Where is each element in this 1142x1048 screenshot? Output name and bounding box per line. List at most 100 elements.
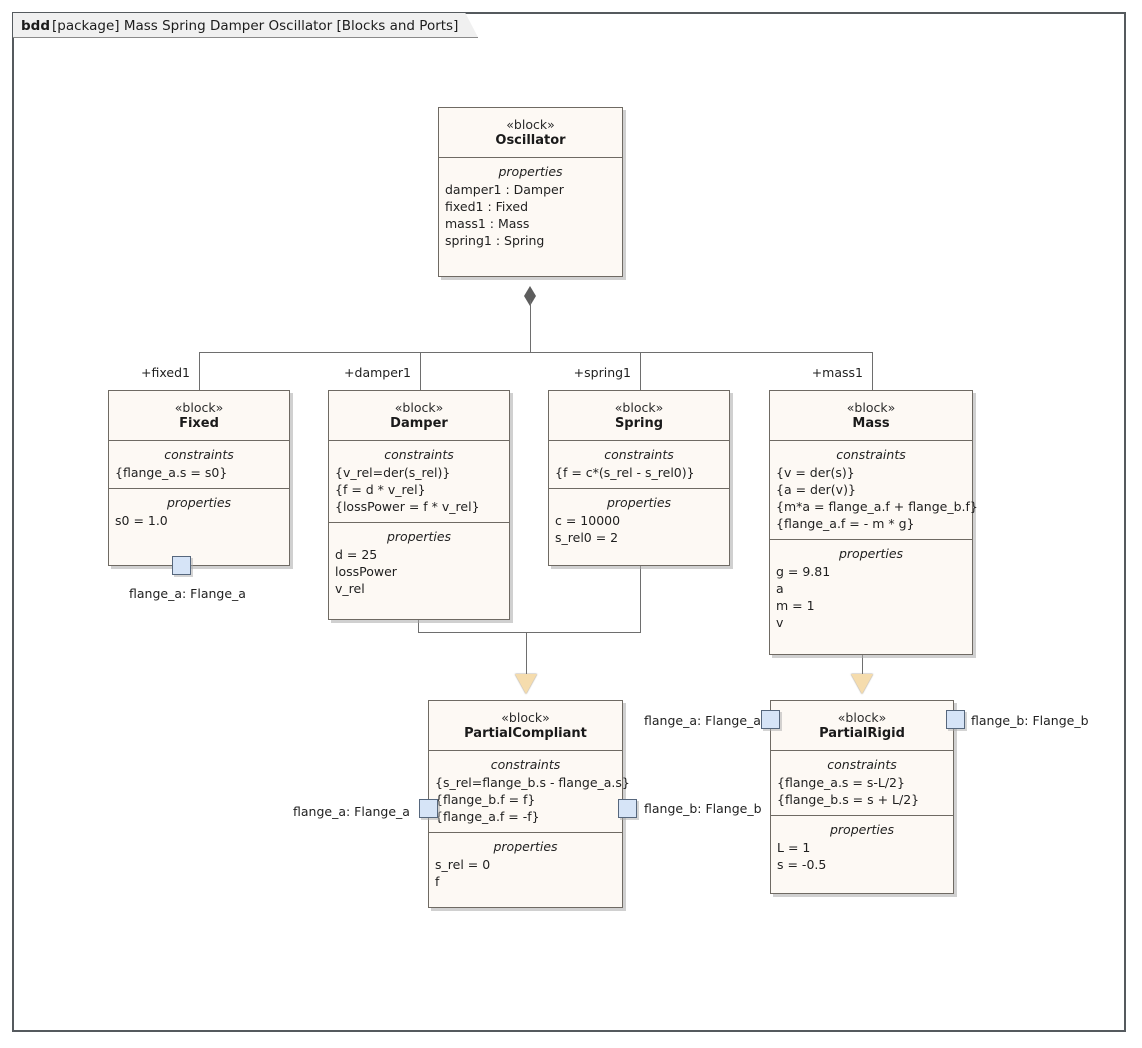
stereotype-label: «block» [501, 710, 550, 725]
compartment-title: properties [606, 495, 672, 510]
block-header: «block» Mass [770, 391, 972, 441]
diagram-kind-label: bdd [21, 17, 50, 34]
stereotype-label: «block» [174, 400, 224, 415]
constraint-line: {flange_b.s = s + L/2} [777, 792, 920, 807]
compartment-title: constraints [836, 447, 906, 462]
port-pr-flange-a[interactable] [761, 710, 780, 729]
compartment-properties: properties c = 10000 s_rel0 = 2 [549, 489, 729, 553]
constraint-line: {flange_a.f = - m * g} [776, 516, 915, 531]
compartment-title: properties [498, 164, 563, 179]
property-line: v [776, 615, 784, 630]
constraint-line: {v_rel=der(s_rel)} [335, 465, 451, 480]
property-line: a [776, 581, 784, 596]
property-line: fixed1 : Fixed [445, 199, 529, 214]
block-spring[interactable]: «block» Spring constraints {f = c*(s_rel… [548, 390, 730, 566]
compartment-properties: properties damper1 : Damper fixed1 : Fix… [439, 158, 622, 256]
property-line: s0 = 1.0 [115, 513, 168, 528]
compartment-constraints: constraints {v_rel=der(s_rel)} {f = d * … [329, 441, 509, 523]
block-name-label: Mass [852, 416, 890, 431]
port-label-pr-flange-a: flange_a: Flange_a [644, 713, 761, 728]
block-name-label: Oscillator [495, 133, 566, 148]
compartment-title: constraints [164, 447, 234, 462]
stereotype-label: «block» [837, 710, 887, 725]
compartment-title: properties [166, 495, 232, 510]
compartment-title: properties [838, 546, 904, 561]
compartment-title: constraints [604, 447, 674, 462]
gen-damper-stem [418, 619, 419, 633]
port-label-pc-flange-b: flange_b: Flange_b [644, 801, 762, 816]
block-header: «block» Oscillator [439, 108, 622, 158]
compartment-properties: properties d = 25 lossPower v_rel [329, 523, 509, 604]
compartment-properties: properties s_rel = 0 f [429, 833, 622, 897]
constraint-line: {m*a = flange_a.f + flange_b.f} [776, 499, 978, 514]
property-line: s_rel = 0 [435, 857, 491, 872]
block-name-label: Spring [614, 416, 664, 431]
property-line: f [435, 874, 440, 889]
diagram-title-label: [package] Mass Spring Damper Oscillator … [52, 17, 459, 34]
branch-spring [640, 352, 641, 390]
compartment-title: constraints [827, 757, 897, 772]
property-line: damper1 : Damper [445, 182, 564, 197]
property-line: mass1 : Mass [445, 216, 530, 231]
compartment-properties: properties s0 = 1.0 [109, 489, 289, 536]
property-line: s_rel0 = 2 [555, 530, 619, 545]
property-line: s = -0.5 [777, 857, 827, 872]
gen-pc-stem [526, 632, 527, 674]
constraint-line: {lossPower = f * v_rel} [335, 499, 480, 514]
port-pc-flange-a[interactable] [419, 799, 438, 818]
compartment-constraints: constraints {flange_a.s = s-L/2} {flange… [771, 751, 953, 816]
port-label-pr-flange-b: flange_b: Flange_b [971, 713, 1089, 728]
generalization-arrow-partialrigid [851, 674, 873, 694]
constraint-line: {flange_a.f = -f} [435, 809, 540, 824]
block-oscillator[interactable]: «block» Oscillator properties damper1 : … [438, 107, 623, 277]
block-fixed[interactable]: «block» Fixed constraints {flange_a.s = … [108, 390, 290, 566]
block-name-label: PartialCompliant [464, 726, 587, 741]
constraint-line: {flange_a.s = s-L/2} [777, 775, 905, 790]
compartment-constraints: constraints {f = c*(s_rel - s_rel0)} [549, 441, 729, 489]
property-line: v_rel [335, 581, 365, 596]
compartment-constraints: constraints {v = der(s)} {a = der(v)} {m… [770, 441, 978, 540]
constraint-line: {f = c*(s_rel - s_rel0)} [555, 465, 695, 480]
port-pc-flange-b[interactable] [618, 799, 637, 818]
block-damper[interactable]: «block» Damper constraints {v_rel=der(s_… [328, 390, 510, 620]
edge-label-mass1: +mass1 [811, 365, 863, 380]
branch-damper [420, 352, 421, 390]
generalization-arrow-partialcompliant [515, 674, 537, 694]
edge-label-spring1: +spring1 [573, 365, 631, 380]
compartment-title: constraints [384, 447, 454, 462]
constraint-line: {flange_a.s = s0} [115, 465, 228, 480]
stereotype-label: «block» [506, 117, 555, 132]
stereotype-label: «block» [846, 400, 896, 415]
block-name-label: Fixed [179, 416, 219, 431]
port-pr-flange-b[interactable] [946, 710, 965, 729]
edge-label-damper1: +damper1 [344, 365, 411, 380]
block-header: «block» Spring [549, 391, 729, 441]
edge-label-fixed1: +fixed1 [141, 365, 190, 380]
constraint-line: {a = der(v)} [776, 482, 856, 497]
tab-underline [13, 37, 478, 38]
gen-mass-stem [862, 655, 863, 674]
stereotype-label: «block» [614, 400, 664, 415]
compartment-constraints: constraints {flange_a.s = s0} [109, 441, 289, 489]
port-fixed-flange-a[interactable] [172, 556, 191, 575]
port-label-pc-flange-a: flange_a: Flange_a [293, 804, 410, 819]
branch-fixed [199, 352, 200, 390]
constraint-line: {s_rel=flange_b.s - flange_a.s} [435, 775, 630, 790]
composition-stem [530, 300, 531, 352]
gen-spring-stem [640, 565, 641, 633]
compartment-properties: properties g = 9.81 a m = 1 v [770, 540, 972, 638]
block-header: «block» PartialCompliant [429, 701, 622, 751]
block-partialrigid[interactable]: «block» PartialRigid constraints {flange… [770, 700, 954, 894]
compartment-constraints: constraints {s_rel=flange_b.s - flange_a… [429, 751, 630, 833]
port-label-fixed-flange-a: flange_a: Flange_a [129, 586, 246, 601]
compartment-title: properties [493, 839, 558, 854]
block-header: «block» Damper [329, 391, 509, 441]
block-mass[interactable]: «block» Mass constraints {v = der(s)} {a… [769, 390, 978, 655]
gen-join-bus [418, 632, 641, 633]
property-line: m = 1 [776, 598, 815, 613]
block-partialcompliant[interactable]: «block» PartialCompliant constraints {s_… [428, 700, 630, 908]
composition-bus [199, 352, 873, 353]
composition-diamond [524, 286, 536, 306]
constraint-line: {v = der(s)} [776, 465, 855, 480]
property-line: L = 1 [777, 840, 811, 855]
